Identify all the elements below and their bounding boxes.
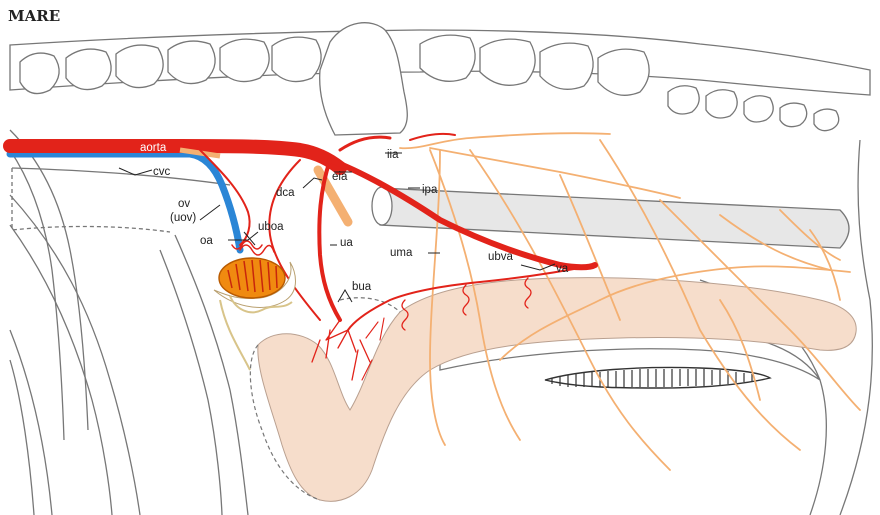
label-va: va [556,263,569,275]
ilium-shaft [374,188,849,248]
label-cvc: cvc [153,166,171,178]
label-uov: (uov) [170,212,196,224]
label-ov: ov [178,198,190,210]
label-ubva: ubva [488,251,514,263]
label-eia: eia [332,171,348,183]
label-oa: oa [200,235,213,247]
label-uma: uma [390,247,413,259]
label-aorta: aorta [140,142,167,154]
label-ipa: ipa [422,184,438,196]
label-ua: ua [340,237,353,249]
label-uboa: uboa [258,221,284,233]
ribs [10,130,248,515]
label-bua: bua [352,281,372,293]
label-dca: dca [276,187,295,199]
label-iia: iia [387,149,399,161]
uterus-body [258,278,856,502]
diagram-title: MARE [8,7,60,25]
vertebral-column [10,23,870,135]
uterus-and-vagina [250,278,856,502]
